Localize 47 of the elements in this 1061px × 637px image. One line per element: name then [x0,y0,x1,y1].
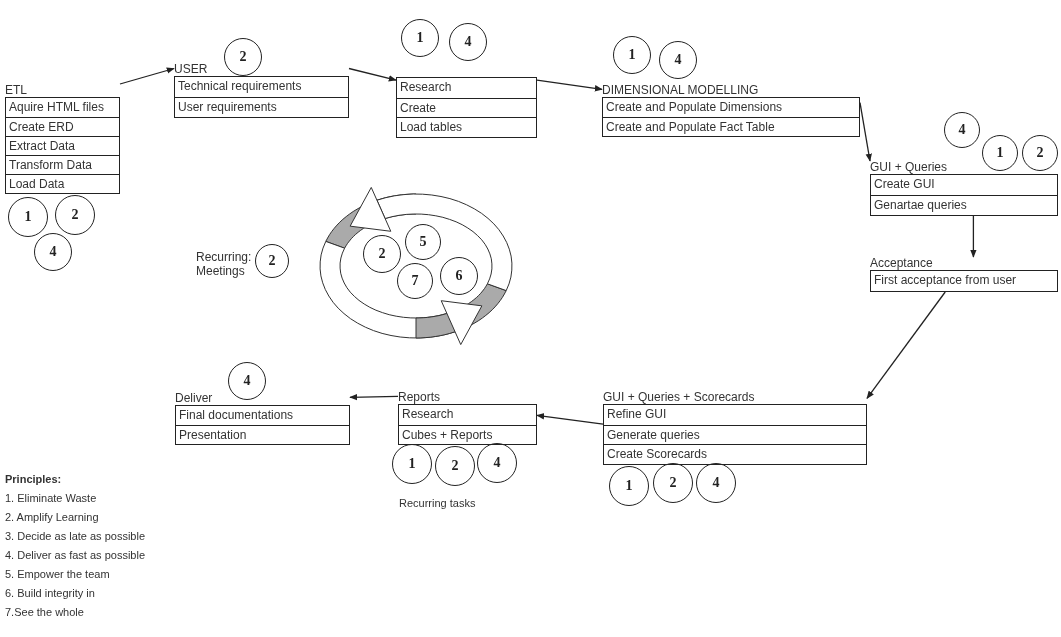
task-row-text: Refine GUI [606,406,668,423]
task-row: Generate queries [604,424,866,444]
stage-heading: ETL [5,84,27,97]
task-row-text: Technical requirements [177,78,303,95]
stage-heading: USER [174,63,208,76]
task-row-text: Research [399,79,453,96]
note-text: 4. Deliver as fast as possible [5,549,145,561]
task-row: Genartae queries [871,195,1057,215]
task-row-text: Aquire HTML files [8,99,105,116]
arrow [970,215,977,258]
arrow [536,79,603,92]
task-row: Extract Data [6,136,119,155]
note-text: 2. Amplify Learning [5,511,99,523]
task-row: User requirements [175,97,348,117]
side-label: Recurring: Meetings [196,250,253,278]
stage-heading: GUI + Queries + Scorecards [603,391,755,404]
task-row-text: First acceptance from user [873,272,1018,289]
task-row: Transform Data [6,155,119,174]
note-text: 3. Decide as late as possible [5,530,146,542]
task-row-text: Final documentations [178,407,295,424]
note-text: 5. Empower the team [5,568,110,580]
stage-heading: Deliver [175,392,213,405]
task-row-text: Create and Populate Dimensions [605,99,784,116]
task-row: Presentation [176,425,349,444]
note-text: 7.See the whole [5,606,84,618]
task-row: Create [397,97,536,117]
stage-heading: GUI + Queries [870,161,948,174]
stage-heading: DIMENSIONAL MODELLING [602,84,759,97]
note-text: 1. Eliminate Waste [5,492,97,504]
arrow [348,67,397,82]
note-text: Recurring tasks [399,497,476,509]
note-text: 6. Build integrity in [5,587,95,599]
arrow [119,67,175,85]
task-row: Create ERD [6,117,119,136]
stage-heading: Reports [398,391,441,404]
task-row-text: Research [401,406,455,423]
arrow [866,291,946,399]
task-row: Load Data [6,174,119,193]
arrow [536,413,604,425]
arrow [349,393,399,401]
task-row: Load tables [397,117,536,137]
stage-heading: Acceptance [870,257,933,270]
list-heading: Principles: [5,473,62,485]
task-row: Cubes + Reports [399,424,536,444]
task-row-text: Create GUI [873,176,936,193]
task-row: Create Scorecards [604,444,866,464]
task-row: Create and Populate Fact Table [603,117,859,136]
